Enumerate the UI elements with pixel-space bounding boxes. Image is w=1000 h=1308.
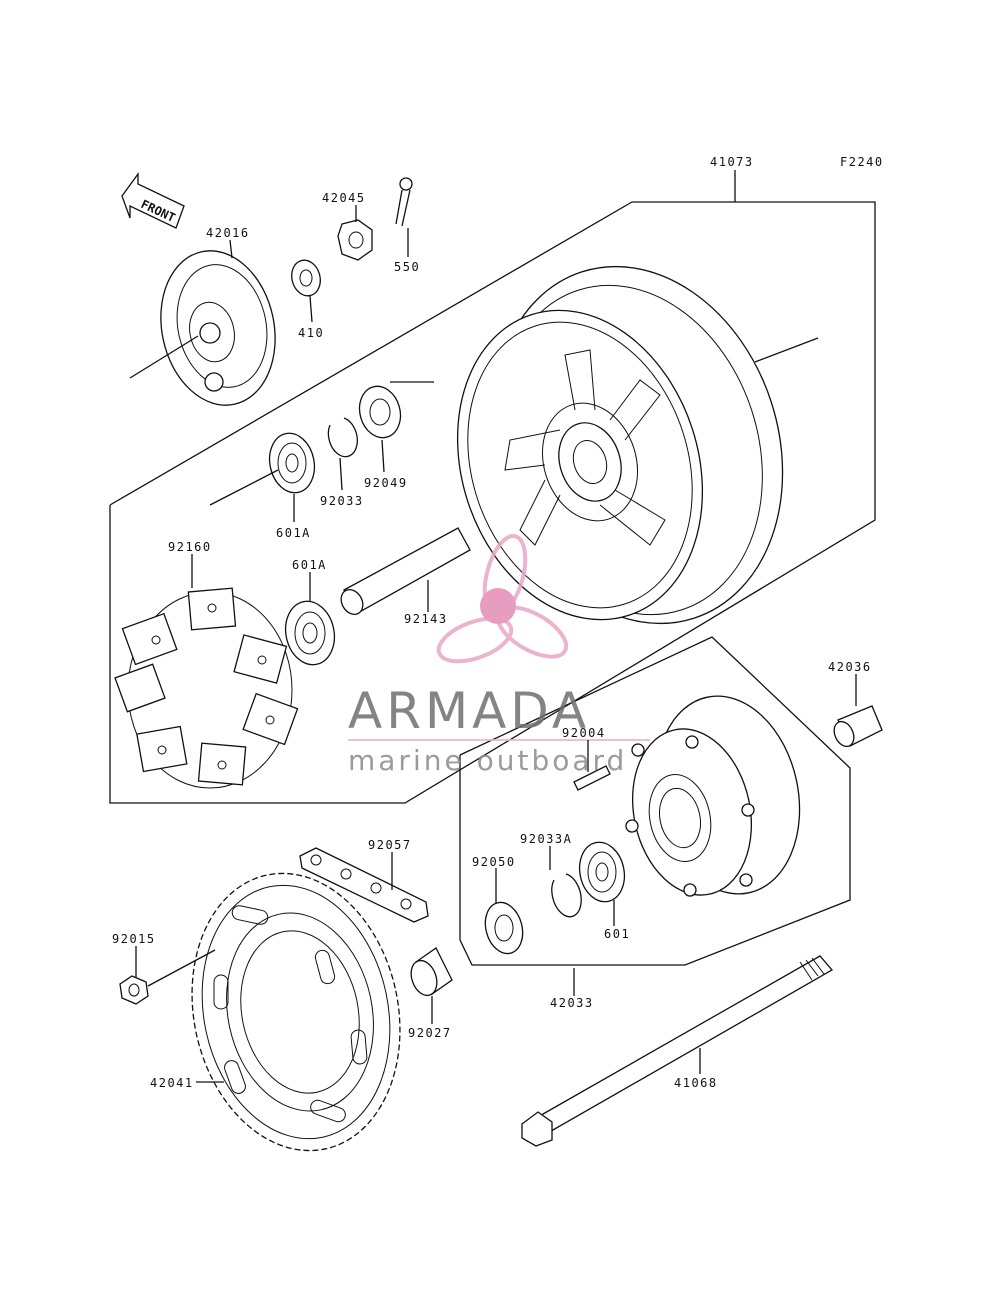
label-92057: 92057 <box>368 838 412 852</box>
leader-lines <box>135 170 857 1083</box>
bearing-601a-mid <box>284 600 336 666</box>
label-92015: 92015 <box>112 932 156 946</box>
rear-wheel <box>456 265 819 625</box>
label-42016: 42016 <box>206 226 250 240</box>
label-92050: 92050 <box>472 855 516 869</box>
damper-rubber <box>114 587 299 789</box>
part-labels: 41073 42045 42016 550 410 92049 92033 60… <box>112 155 872 1090</box>
sprocket-hub <box>625 695 801 897</box>
label-41068: 41068 <box>674 1076 718 1090</box>
cotter-pin <box>395 177 413 227</box>
figure-code: F2240 <box>840 155 884 169</box>
watermark-tagline: marine outboard <box>348 744 627 777</box>
label-550: 550 <box>394 260 420 274</box>
label-92027: 92027 <box>408 1026 452 1040</box>
bearing-601 <box>578 841 626 903</box>
front-arrow-icon: FRONT <box>121 172 185 229</box>
axle-41068 <box>521 955 834 1147</box>
washer-410 <box>291 259 321 297</box>
collar-42036 <box>833 705 883 748</box>
circlip-92033 <box>327 417 358 458</box>
label-41073: 41073 <box>710 155 754 169</box>
label-42045: 42045 <box>322 191 366 205</box>
damper-cover <box>129 250 276 406</box>
collar-92027 <box>410 947 453 997</box>
label-410: 410 <box>298 326 324 340</box>
circlip-92033a <box>551 873 582 918</box>
propeller-logo-icon <box>436 534 569 664</box>
watermark: ARMADA marine outboard <box>348 534 650 777</box>
label-601: 601 <box>604 927 630 941</box>
collar-92143 <box>340 527 471 615</box>
label-92049: 92049 <box>364 476 408 490</box>
label-92160: 92160 <box>168 540 212 554</box>
seal-92050 <box>484 901 524 955</box>
stud-92004 <box>573 765 611 791</box>
chain-link <box>299 847 429 923</box>
label-601a-mid: 601A <box>292 558 327 572</box>
nut-92015 <box>119 949 216 1005</box>
seal-92049 <box>358 385 402 439</box>
label-92033: 92033 <box>320 494 364 508</box>
label-92033a: 92033A <box>520 832 572 846</box>
label-92143: 92143 <box>404 612 448 626</box>
hub-group-outline <box>459 636 851 966</box>
watermark-brand: ARMADA <box>348 682 590 740</box>
bearing-601a-top <box>209 432 316 506</box>
nut-42045 <box>337 219 373 261</box>
rear-sprocket <box>191 872 401 1152</box>
label-42036: 42036 <box>828 660 872 674</box>
wheel-group-outline <box>109 201 876 804</box>
label-42041: 42041 <box>150 1076 194 1090</box>
label-42033: 42033 <box>550 996 594 1010</box>
label-601a-top: 601A <box>276 526 311 540</box>
label-92004: 92004 <box>562 726 606 740</box>
